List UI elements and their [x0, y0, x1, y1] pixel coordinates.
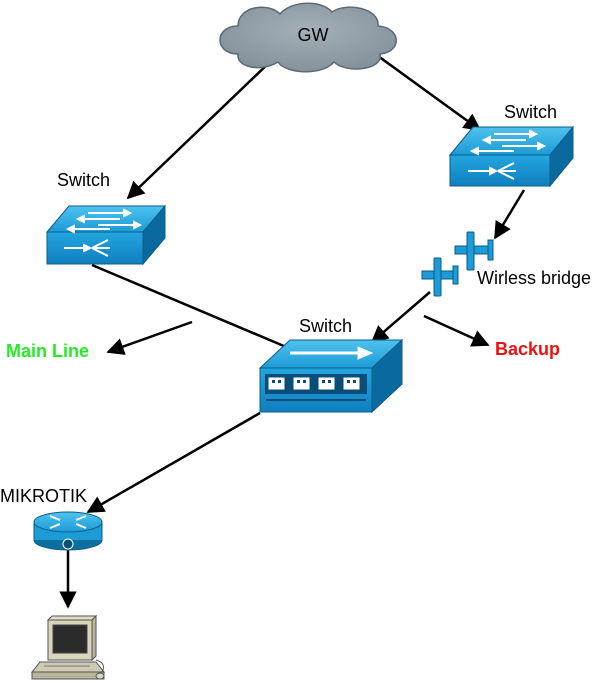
router-arrows-icon [49, 515, 87, 529]
link-switch-center-router [86, 411, 261, 514]
gateway-cloud-icon[interactable]: GW [219, 2, 397, 73]
switch-left[interactable]: Switch [45, 170, 167, 266]
backup-label: Backup [495, 339, 560, 359]
switch-arrows-icon [468, 129, 547, 180]
switch-right-label: Switch [504, 102, 557, 122]
router-label: MIKROTIK [0, 486, 87, 506]
gateway-label: GW [298, 25, 329, 45]
main-line-arrow [106, 320, 193, 355]
router-mikrotik[interactable]: MIKROTIK [0, 486, 103, 551]
workstation-computer-icon[interactable] [30, 614, 106, 680]
wireless-bridge[interactable]: Wirless bridge [421, 231, 591, 297]
bridge-antenna-lower-icon [421, 257, 459, 297]
switch-ports-icon [265, 374, 367, 401]
main-line-label: Main Line [6, 341, 89, 361]
switch-center-label: Switch [299, 316, 352, 336]
link-gw-switch-right [377, 54, 482, 132]
switch-right[interactable]: Switch [448, 102, 575, 188]
link-switch-left-switch-center [91, 263, 299, 354]
bridge-antenna-upper-icon [454, 231, 494, 271]
switch-left-label: Switch [57, 170, 110, 190]
link-switch-right-bridge [493, 189, 526, 240]
wireless-bridge-label: Wirless bridge [477, 268, 591, 288]
backup-arrow [423, 314, 490, 347]
switch-center[interactable]: Switch [258, 316, 404, 414]
switch-arrows-icon [64, 208, 143, 257]
links [59, 54, 526, 609]
router-port-icon [62, 538, 74, 550]
link-bridge-switch-center [370, 291, 431, 344]
switch-arrow-icon [290, 346, 374, 360]
link-gw-switch-left [126, 59, 273, 200]
